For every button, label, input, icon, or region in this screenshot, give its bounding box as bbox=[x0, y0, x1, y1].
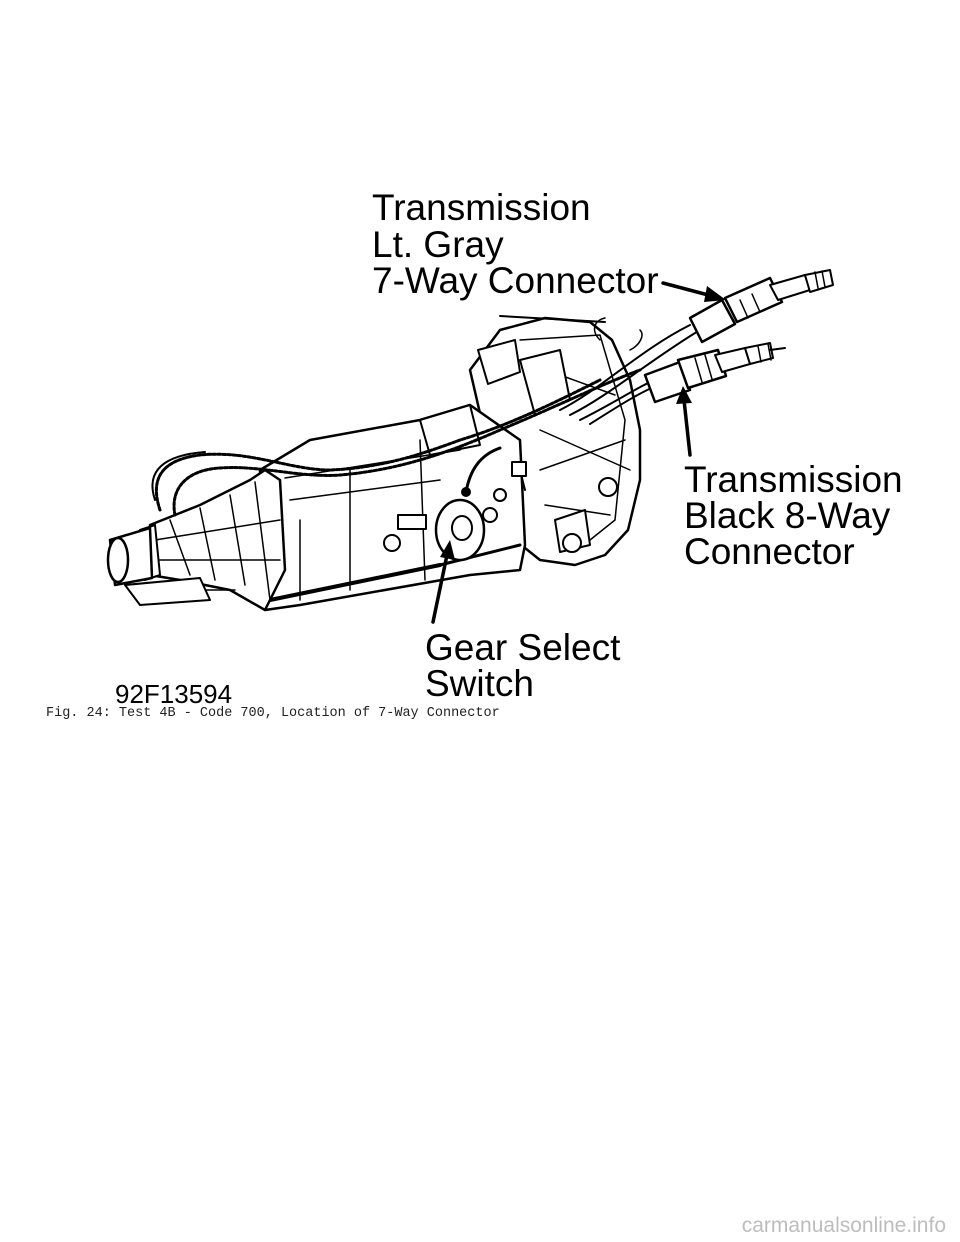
gray-connector-line-3: 7-Way Connector bbox=[372, 260, 659, 301]
gray-connector-label: Transmission Lt. Gray 7-Way Connector bbox=[372, 187, 659, 301]
gray-connector-line-1: Transmission bbox=[372, 187, 591, 228]
transmission-illustration bbox=[106, 269, 834, 612]
black-connector-line-3: Connector bbox=[684, 531, 855, 572]
gear-switch-label: Gear Select Switch bbox=[425, 627, 631, 704]
gear-switch-line-1: Gear Select bbox=[425, 627, 621, 668]
black-connector-label: Transmission Black 8-Way Connector bbox=[684, 459, 913, 572]
black-8-way-connector bbox=[643, 342, 786, 404]
gear-switch-line-2: Switch bbox=[425, 663, 534, 704]
watermark: carmanualsonline.info bbox=[742, 1214, 946, 1237]
figure-id: 92F13594 bbox=[115, 679, 232, 709]
gray-connector-line-2: Lt. Gray bbox=[372, 224, 504, 265]
black-connector-line-1: Transmission bbox=[684, 459, 903, 500]
gray-7-way-connector bbox=[688, 269, 834, 344]
figure-caption: Fig. 24: Test 4B - Code 700, Location of… bbox=[46, 706, 500, 721]
black-connector-line-2: Black 8-Way bbox=[684, 495, 891, 536]
callout-arrows bbox=[431, 281, 726, 624]
